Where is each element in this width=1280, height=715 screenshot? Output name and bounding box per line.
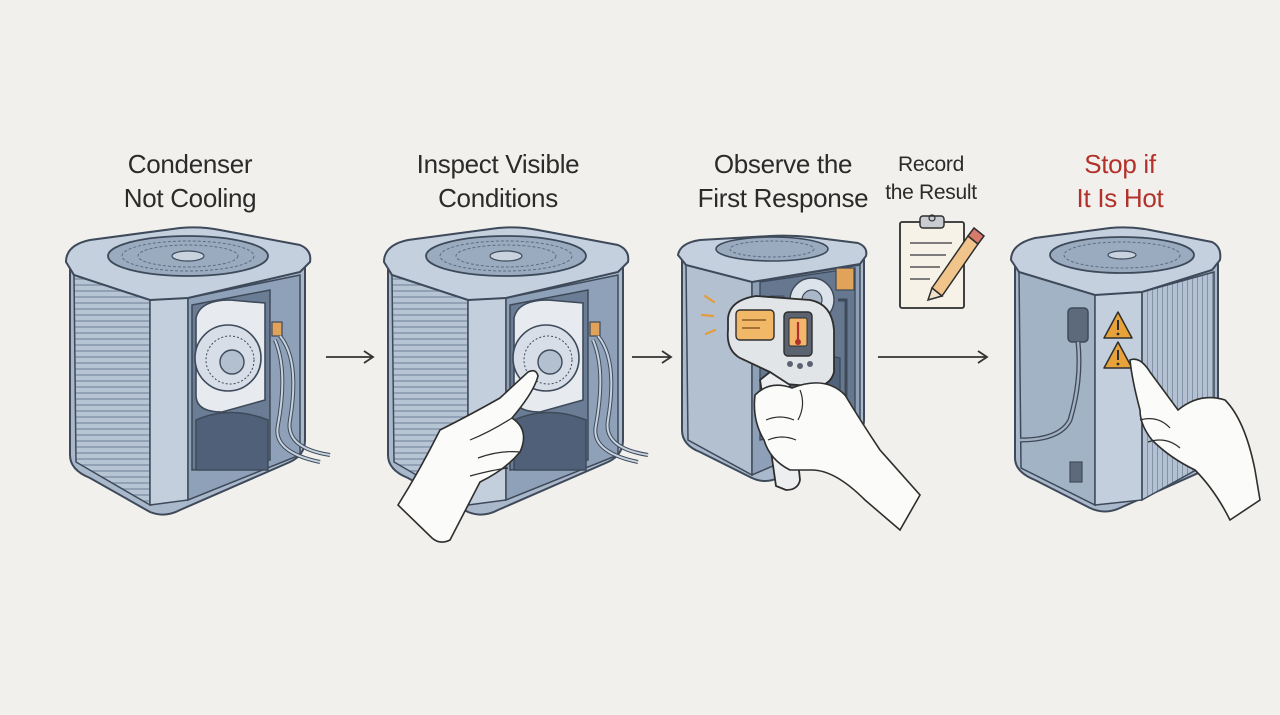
step-title-condenser: Condenser Not Cooling [100,147,280,215]
step-title-line1: Observe the [713,149,853,179]
step-title-record: Record the Result [875,151,987,207]
condenser-unit-icon [1009,226,1222,513]
warning-icon [1103,311,1133,339]
hand-icon [396,369,539,543]
step-title-stop: Stop if It Is Hot [1050,147,1190,215]
arrow-right-icon [326,350,375,364]
pencil-icon [926,226,986,302]
arrow-right-icon [878,350,989,364]
step-title-line1: Stop if [1084,149,1156,179]
step-title-observe: Observe the First Response [688,147,878,215]
fan-icon [194,299,266,413]
step-title-line2: First Response [697,183,869,213]
condenser-unit-icon [64,226,331,516]
hand-icon [1129,358,1261,522]
step-title-line1: Inspect Visible [416,149,580,179]
step-title-inspect: Inspect Visible Conditions [398,147,598,215]
warning-icon [1103,341,1133,369]
step-title-line2: Conditions [438,183,558,213]
step-title-line2: It Is Hot [1076,183,1164,213]
heat-rays [700,294,717,336]
hand-icon [753,382,921,532]
step-title-line2: the Result [885,181,977,204]
arrow-right-icon [632,350,673,364]
step-title-line2: Not Cooling [123,183,257,213]
step-title-line1: Condenser [127,149,253,179]
step-title-line1: Record [898,153,964,176]
